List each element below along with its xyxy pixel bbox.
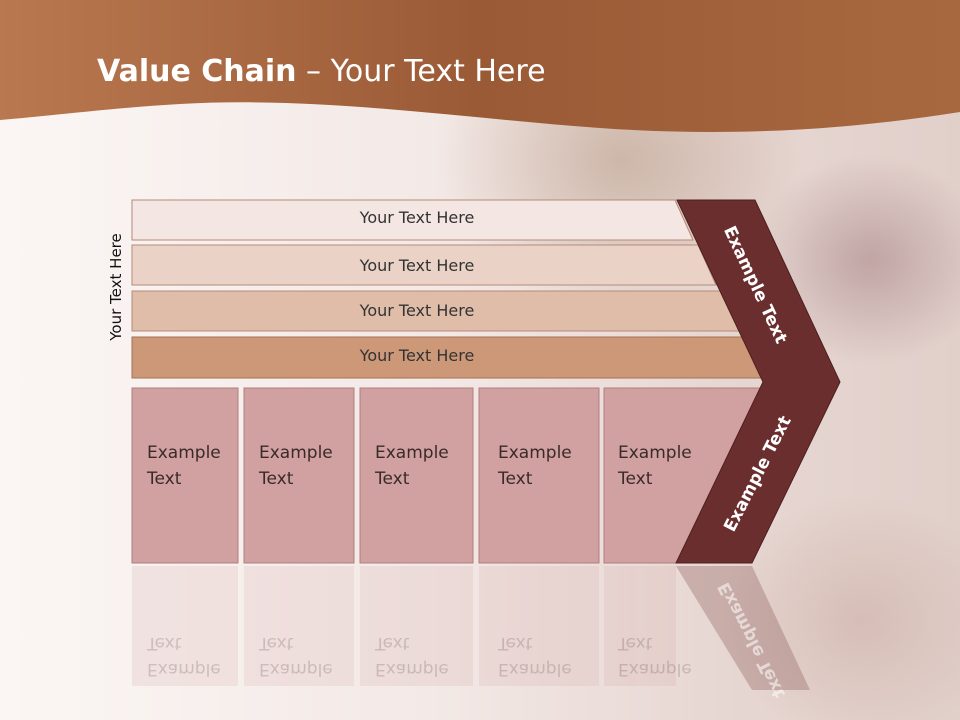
column-4 — [478, 387, 600, 564]
page-title: Value Chain – Your Text Here — [97, 54, 546, 89]
column-1 — [131, 387, 239, 564]
bar-1-label: Your Text Here — [359, 208, 475, 227]
header-banner — [0, 0, 960, 133]
bar-1 — [131, 199, 694, 241]
column-2 — [243, 387, 355, 564]
bar-2 — [131, 244, 717, 286]
chevron-arrow — [675, 199, 841, 564]
bar-4-label: Your Text Here — [359, 346, 475, 365]
column-3 — [359, 387, 474, 564]
bar-3-label: Your Text Here — [359, 301, 475, 320]
bar-2-label: Your Text Here — [359, 256, 475, 275]
